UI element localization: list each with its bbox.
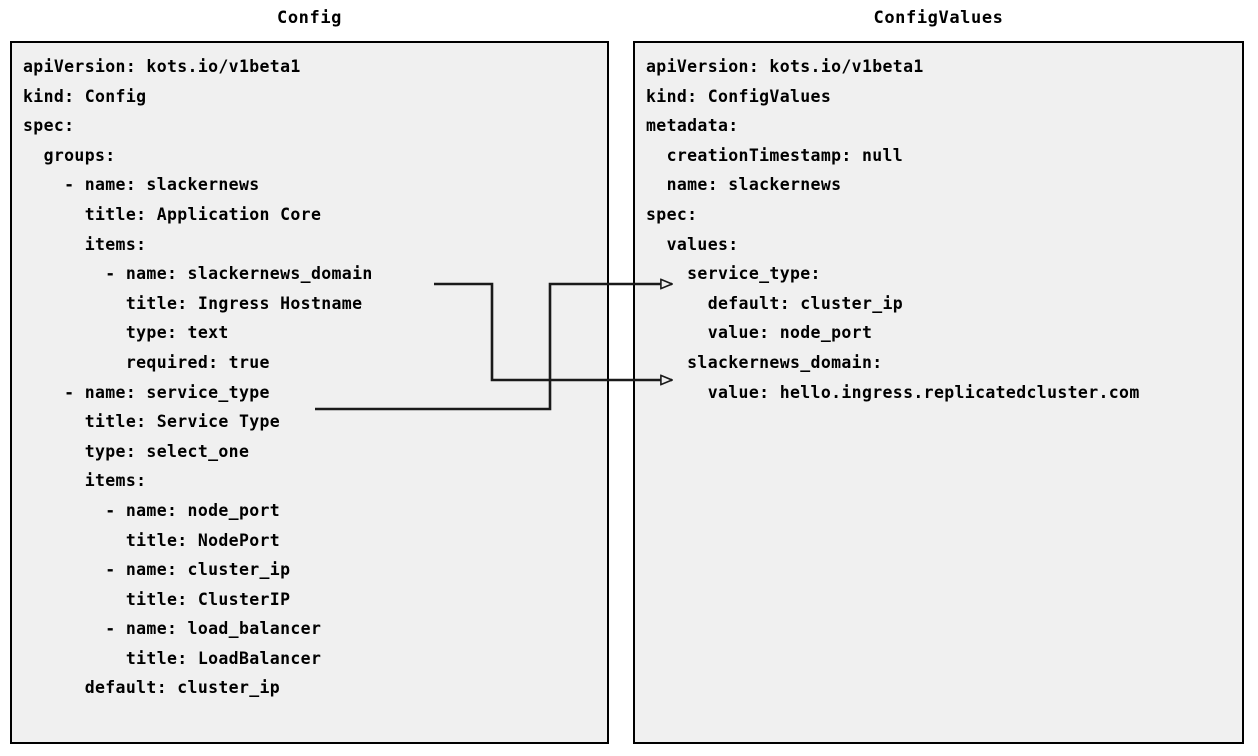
- yaml-line: slackernews_domain:: [646, 352, 883, 372]
- yaml-line: title: LoadBalancer: [23, 648, 322, 668]
- yaml-line: kind: ConfigValues: [646, 86, 832, 106]
- yaml-line: - name: slackernews_domain: [23, 264, 373, 284]
- config-panel: apiVersion: kots.io/v1beta1 kind: Config s…: [10, 41, 609, 744]
- yaml-line: type: text: [23, 323, 229, 343]
- yaml-line: value: node_port: [646, 323, 873, 343]
- yaml-line: title: Service Type: [23, 412, 281, 432]
- yaml-line: - name: slackernews: [23, 175, 260, 195]
- yaml-line: creationTimestamp: null: [646, 145, 904, 165]
- yaml-line: items:: [23, 471, 147, 491]
- yaml-line: groups:: [23, 145, 116, 165]
- yaml-line: metadata:: [646, 116, 739, 136]
- configvalues-panel-title: ConfigValues: [873, 8, 1004, 28]
- config-yaml-block: apiVersion: kots.io/v1beta1 kind: Config s…: [23, 52, 603, 703]
- yaml-line: - name: load_balancer: [23, 619, 322, 639]
- yaml-line: title: Application Core: [23, 204, 322, 224]
- yaml-line: value: hello.ingress.replicatedcluster.c…: [646, 382, 1140, 402]
- yaml-line: - name: cluster_ip: [23, 560, 291, 580]
- yaml-line: apiVersion: kots.io/v1beta1: [646, 57, 924, 76]
- yaml-line: - name: node_port: [23, 500, 281, 520]
- yaml-line: type: select_one: [23, 441, 250, 461]
- config-panel-title: Config: [276, 8, 342, 28]
- yaml-line: required: true: [23, 352, 270, 372]
- yaml-line: items:: [23, 234, 147, 254]
- yaml-line: title: Ingress Hostname: [23, 293, 363, 313]
- yaml-line: - name: service_type: [23, 382, 270, 402]
- yaml-line: spec:: [646, 204, 698, 224]
- yaml-line: name: slackernews: [646, 175, 842, 195]
- yaml-line: values:: [646, 234, 739, 254]
- yaml-line: title: NodePort: [23, 530, 281, 550]
- yaml-line: default: cluster_ip: [23, 678, 281, 698]
- yaml-line: default: cluster_ip: [646, 293, 904, 313]
- yaml-line: title: ClusterIP: [23, 589, 291, 609]
- yaml-line: apiVersion: kots.io/v1beta1: [23, 57, 301, 76]
- yaml-line: spec:: [23, 116, 75, 136]
- configvalues-yaml-block: apiVersion: kots.io/v1beta1 kind: ConfigV…: [646, 52, 1238, 407]
- yaml-line: service_type:: [646, 264, 821, 284]
- yaml-line: kind: Config: [23, 86, 147, 106]
- configvalues-panel: apiVersion: kots.io/v1beta1 kind: ConfigV…: [633, 41, 1244, 744]
